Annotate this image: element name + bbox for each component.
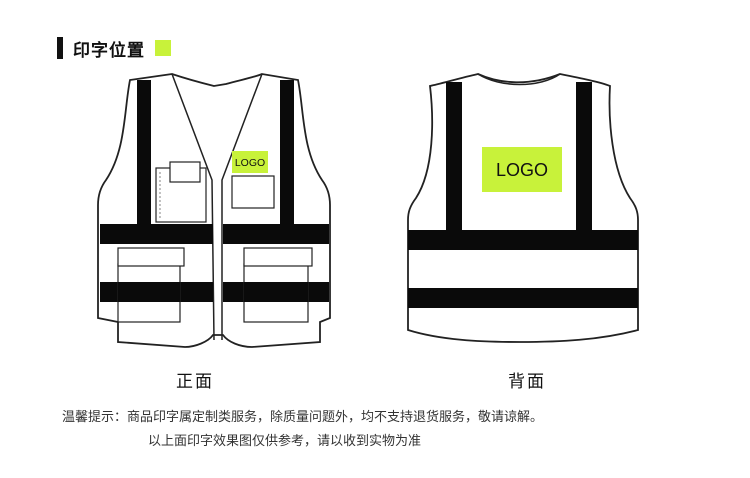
back-upper-horizontal-stripe [408,230,638,250]
front-right-vertical-stripe [280,80,294,230]
back-caption: 背面 [508,372,546,392]
section-title: 印字位置 [73,40,145,61]
accent-square-icon [155,40,171,56]
front-lower-left-pocket-flap [117,247,185,267]
back-vest: LOGO [407,73,639,343]
front-logo-text: LOGO [235,157,265,169]
front-upper-horizontal-stripe-right [223,224,329,244]
front-logo-box [232,151,268,173]
back-lower-horizontal-stripe [408,288,638,308]
front-caption: 正面 [176,372,214,392]
notice-line-1: 温馨提示：商品印字属定制类服务，除质量问题外，均不支持退货服务，敬请谅解。 [62,410,544,425]
front-vest-neckline-right [221,73,263,340]
front-left-vertical-stripe [137,80,151,230]
back-vest-collar [477,73,561,86]
back-left-vertical-stripe [446,82,462,234]
back-right-vertical-stripe [576,82,592,234]
back-logo-box [482,147,562,192]
front-lower-right-pocket-flap [243,247,313,267]
front-chest-pocket-flap [169,161,201,183]
section-header: 印字位置 [57,36,171,61]
header-bar-marker [57,37,63,59]
front-id-pocket [231,175,275,209]
back-logo-text: LOGO [496,160,548,180]
front-vest-neckline [171,73,215,341]
front-upper-horizontal-stripe-left [100,224,213,244]
front-vest: LOGO [97,73,331,348]
notice-line-2: 以上面印字效果图仅供参考，请以收到实物为准 [148,434,422,449]
